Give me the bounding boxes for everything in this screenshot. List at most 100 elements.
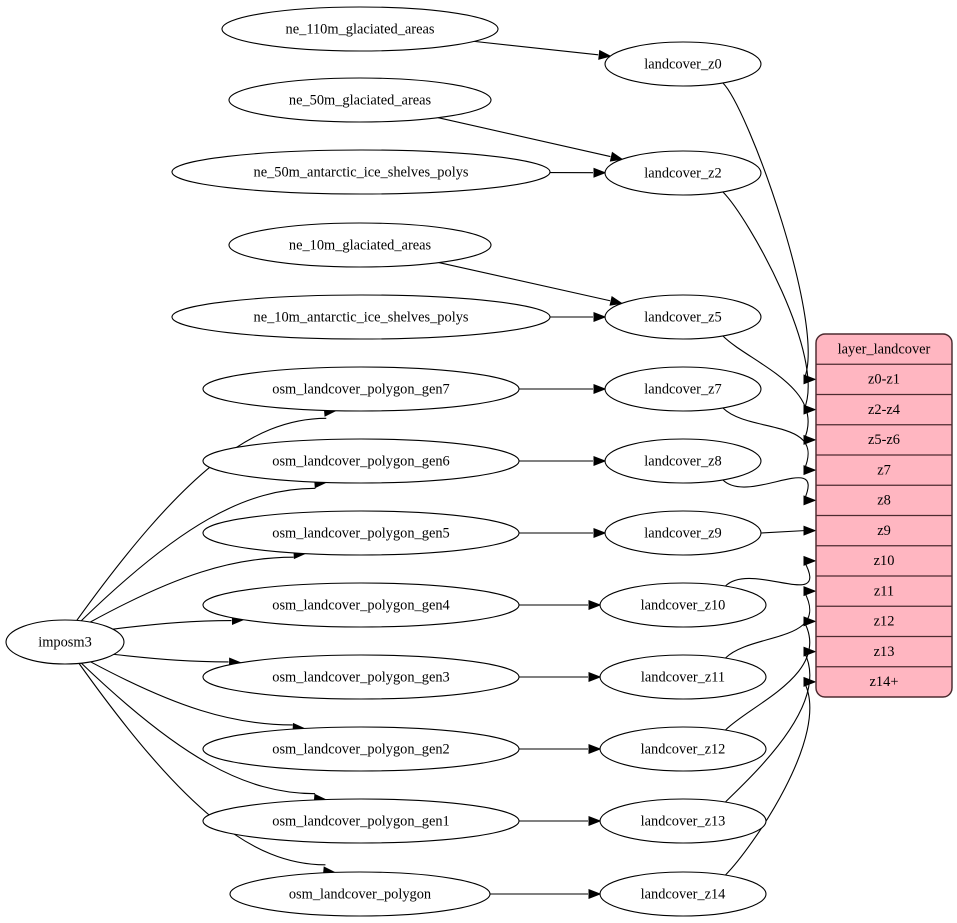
node-shape [5, 619, 125, 665]
source-node-osm_landcover_polygon[interactable]: osm_landcover_polygon [229, 871, 491, 917]
record-row-z2-z4[interactable]: z2-z4 [816, 395, 952, 425]
source-node-osm_landcover_polygon_gen5[interactable]: osm_landcover_polygon_gen5 [202, 510, 520, 556]
node-label: ne_10m_glaciated_areas [289, 237, 432, 253]
record-row-z0-z1[interactable]: z0-z1 [816, 364, 952, 394]
mid-node-landcover_z9[interactable]: landcover_z9 [604, 510, 762, 556]
node-shape [202, 582, 520, 628]
source-node-osm_landcover_polygon_gen3[interactable]: osm_landcover_polygon_gen3 [202, 654, 520, 700]
node-shape [599, 798, 767, 844]
record-row-z13[interactable]: z13 [816, 637, 952, 667]
record-row-z10[interactable]: z10 [816, 546, 952, 576]
edge-imposm3 [80, 662, 316, 795]
edge-to-record [722, 477, 809, 501]
node-label: ne_50m_glaciated_areas [289, 92, 432, 108]
edge-to-record [724, 621, 811, 731]
node-label: landcover_z13 [641, 813, 726, 829]
edge-arrowhead [803, 434, 817, 445]
edge-imposm3 [90, 661, 293, 726]
record-row-z11[interactable]: z11 [816, 576, 952, 606]
node-shape [228, 77, 492, 123]
edge-arrowhead [588, 599, 602, 611]
node-shape [202, 798, 520, 844]
node-label: landcover_z0 [644, 56, 722, 72]
mid-node-landcover_z8[interactable]: landcover_z8 [604, 438, 762, 484]
source-node-osm_landcover_polygon_gen7[interactable]: osm_landcover_polygon_gen7 [202, 366, 520, 412]
node-label: osm_landcover_polygon_gen2 [272, 741, 449, 757]
record-row-z8[interactable]: z8 [816, 485, 952, 515]
node-shape [228, 222, 492, 268]
edge-arrowhead [593, 167, 607, 178]
record-header-label: layer_landcover [838, 341, 931, 357]
edge-imposm3 [112, 620, 232, 630]
node-label: landcover_z7 [644, 381, 722, 397]
mid-node-landcover_z11[interactable]: landcover_z11 [599, 654, 767, 700]
node-shape [604, 294, 762, 340]
record-row-z7[interactable]: z7 [816, 455, 952, 485]
source-node-ne_10m_antarctic_ice_shelves_polys[interactable]: ne_10m_antarctic_ice_shelves_polys [171, 294, 551, 340]
record-row-label: z10 [874, 553, 895, 569]
mid-node-landcover_z7[interactable]: landcover_z7 [604, 366, 762, 412]
node-shape [202, 366, 520, 412]
node-label: landcover_z8 [644, 453, 722, 469]
source-node-ne_10m_glaciated_areas[interactable]: ne_10m_glaciated_areas [228, 222, 492, 268]
source-node-ne_50m_antarctic_ice_shelves_polys[interactable]: ne_50m_antarctic_ice_shelves_polys [171, 149, 551, 195]
edge-arrowhead [803, 495, 817, 506]
root-node-imposm3[interactable]: imposm3 [5, 619, 125, 665]
edge-source-to-mid [438, 262, 611, 302]
node-label: osm_landcover_polygon_gen7 [272, 381, 449, 397]
record-row-z12[interactable]: z12 [816, 606, 952, 636]
node-shape [599, 726, 767, 772]
mid-node-landcover_z12[interactable]: landcover_z12 [599, 726, 767, 772]
edge-to-record [724, 560, 811, 587]
source-node-osm_landcover_polygon_gen2[interactable]: osm_landcover_polygon_gen2 [202, 726, 520, 772]
edge-to-record [724, 590, 811, 659]
node-label: landcover_z14 [641, 886, 726, 902]
record-row-label: z8 [877, 493, 891, 509]
record-row-z5-z6[interactable]: z5-z6 [816, 425, 952, 455]
node-label: osm_landcover_polygon_gen4 [272, 597, 449, 613]
edge-arrowhead [593, 455, 607, 467]
edge-to-record [760, 530, 805, 534]
node-shape [171, 149, 551, 195]
edge-to-record [722, 82, 809, 380]
source-node-osm_landcover_polygon_gen4[interactable]: osm_landcover_polygon_gen4 [202, 582, 520, 628]
source-node-osm_landcover_polygon_gen6[interactable]: osm_landcover_polygon_gen6 [202, 438, 520, 484]
record-row-z9[interactable]: z9 [816, 516, 952, 546]
mid-node-landcover_z14[interactable]: landcover_z14 [599, 871, 767, 917]
node-shape [229, 871, 491, 917]
edge-arrowhead [588, 743, 602, 755]
edge-arrowhead [588, 815, 602, 827]
mid-node-landcover_z13[interactable]: landcover_z13 [599, 798, 767, 844]
record-row-z14+[interactable]: z14+ [816, 667, 952, 697]
record-row-label: z0-z1 [868, 372, 900, 388]
node-shape [604, 41, 762, 87]
edge-arrowhead [588, 671, 602, 683]
node-label: landcover_z2 [644, 165, 722, 181]
record-row-label: z11 [874, 583, 894, 599]
edge-arrowhead [803, 465, 817, 476]
source-node-ne_110m_glaciated_areas[interactable]: ne_110m_glaciated_areas [221, 6, 499, 52]
mid-node-landcover_z2[interactable]: landcover_z2 [604, 150, 762, 196]
node-shape [202, 726, 520, 772]
edge-to-record [722, 407, 809, 471]
edge-arrowhead [803, 646, 817, 657]
node-shape [202, 654, 520, 700]
edge-arrowhead [803, 616, 817, 627]
edge-imposm3 [89, 556, 294, 623]
edge-arrowhead [593, 311, 607, 323]
node-label: landcover_z12 [641, 741, 726, 757]
record-row-label: z9 [877, 523, 891, 539]
source-node-ne_50m_glaciated_areas[interactable]: ne_50m_glaciated_areas [228, 77, 492, 123]
source-node-osm_landcover_polygon_gen1[interactable]: osm_landcover_polygon_gen1 [202, 798, 520, 844]
record-row-label: z2-z4 [868, 402, 900, 418]
node-label: landcover_z9 [644, 525, 722, 541]
mid-node-landcover_z0[interactable]: landcover_z0 [604, 41, 762, 87]
mid-node-landcover_z5[interactable]: landcover_z5 [604, 294, 762, 340]
node-shape [202, 510, 520, 556]
mid-node-landcover_z10[interactable]: landcover_z10 [599, 582, 767, 628]
node-label: osm_landcover_polygon_gen3 [272, 669, 449, 685]
node-shape [599, 582, 767, 628]
